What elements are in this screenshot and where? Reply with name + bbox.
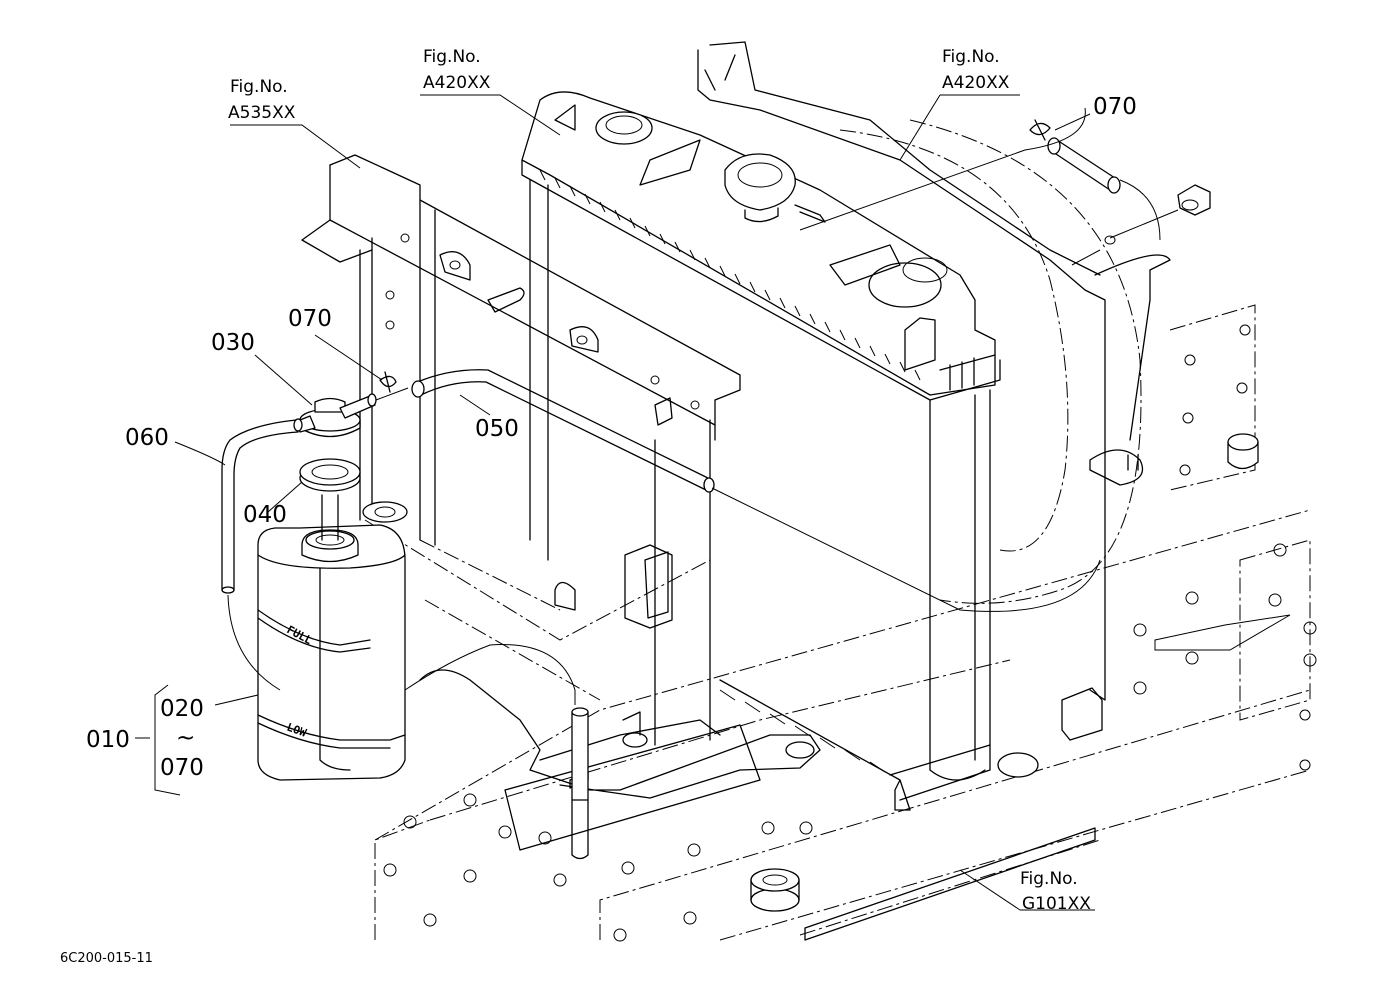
part-label-070-range[interactable]: 070 [160,755,204,781]
svg-text:Fig.No.: Fig.No. [230,77,288,97]
fig-ref-g101xx[interactable]: Fig.No. G101XX [1020,869,1091,914]
fig-ref-a535xx[interactable]: Fig.No. A535XX [228,77,296,123]
overflow-hose [411,119,1211,612]
fig-ref-a420xx-left[interactable]: Fig.No. A420XX [423,47,491,93]
leader-lines [135,94,1095,911]
reserve-tank [221,371,576,781]
part-label-070-left[interactable]: 070 [288,306,332,332]
part-label-020[interactable]: 020 [160,696,204,722]
part-label-060[interactable]: 060 [125,425,169,451]
svg-text:Fig.No.: Fig.No. [423,47,481,67]
svg-text:A535XX: A535XX [228,103,296,123]
part-label-010[interactable]: 010 [86,727,130,753]
support-frame [301,154,1039,860]
svg-text:G101XX: G101XX [1022,894,1091,914]
part-label-030[interactable]: 030 [211,330,255,356]
svg-text:A420XX: A420XX [942,73,1010,93]
fig-ref-a420xx-right[interactable]: Fig.No. A420XX [942,47,1010,93]
part-range-separator: ~ [176,725,195,751]
drawing-id: 6C200-015-11 [60,951,153,966]
svg-text:Fig.No.: Fig.No. [1020,869,1078,889]
svg-text:Fig.No.: Fig.No. [942,47,1000,67]
chassis-frame [374,304,1317,942]
svg-text:A420XX: A420XX [423,73,491,93]
fan-shroud [697,41,1171,741]
part-label-050[interactable]: 050 [475,416,519,442]
part-label-040[interactable]: 040 [243,502,287,528]
part-label-070-right[interactable]: 070 [1093,94,1137,120]
radiator [521,91,1001,811]
